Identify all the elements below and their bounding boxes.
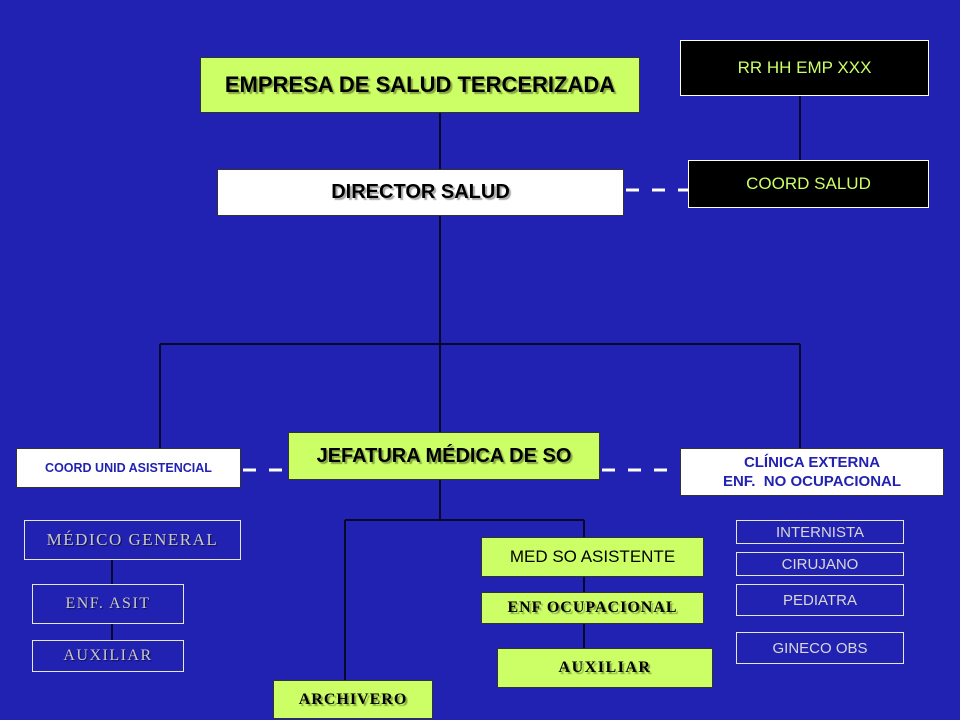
- coord-unid-node: COORD UNID ASISTENCIAL: [16, 448, 241, 488]
- director-node: DIRECTOR SALUD: [217, 169, 624, 216]
- empresa-node: EMPRESA DE SALUD TERCERIZADA: [200, 57, 640, 113]
- node-label: COORD SALUD: [746, 174, 871, 193]
- archivero-node: ARCHIVERO: [273, 680, 433, 719]
- node-label: AUXILIAR: [558, 659, 652, 676]
- rrhh-node: RR HH EMP XXX: [680, 40, 929, 96]
- enf-asit-node: ENF. ASIT: [32, 584, 184, 624]
- auxiliar-center-node: AUXILIAR: [497, 648, 713, 688]
- node-label: ENF. ASIT: [65, 595, 151, 612]
- cirujano-node: CIRUJANO: [736, 552, 904, 576]
- pediatra-node: PEDIATRA: [736, 584, 904, 616]
- node-label: MED SO ASISTENTE: [509, 547, 676, 566]
- med-so-asistente-node: MED SO ASISTENTE: [481, 537, 704, 577]
- auxiliar-left-node: AUXILIAR: [32, 640, 184, 672]
- node-label-line-1: CLÍNICA EXTERNA: [743, 454, 881, 471]
- medico-general-node: MÉDICO GENERAL: [24, 520, 241, 560]
- node-label: GINECO OBS: [772, 639, 868, 657]
- node-label: DIRECTOR SALUD: [331, 181, 510, 203]
- node-label: INTERNISTA: [775, 523, 865, 541]
- gineco-obs-node: GINECO OBS: [736, 632, 904, 664]
- node-label: MÉDICO GENERAL: [46, 530, 219, 549]
- internista-node: INTERNISTA: [736, 520, 904, 544]
- node-label: JEFATURA MÉDICA DE SO: [316, 444, 572, 467]
- jefatura-node: JEFATURA MÉDICA DE SO: [288, 432, 600, 480]
- node-label: AUXILIAR: [63, 647, 153, 664]
- node-label: ARCHIVERO: [298, 690, 408, 708]
- node-label: CIRUJANO: [781, 555, 859, 573]
- node-label: COORD UNID ASISTENCIAL: [45, 461, 212, 475]
- coord-salud-node: COORD SALUD: [688, 160, 929, 208]
- node-label: ENF OCUPACIONAL: [507, 599, 678, 616]
- clinica-externa-node: CLÍNICA EXTERNA ENF. NO OCUPACIONAL: [680, 448, 944, 496]
- node-label: PEDIATRA: [783, 591, 857, 609]
- enf-ocupacional-node: ENF OCUPACIONAL: [481, 592, 704, 624]
- node-label: RR HH EMP XXX: [737, 58, 872, 77]
- node-label: EMPRESA DE SALUD TERCERIZADA: [224, 72, 616, 97]
- node-label-line-2: ENF. NO OCUPACIONAL: [722, 473, 902, 490]
